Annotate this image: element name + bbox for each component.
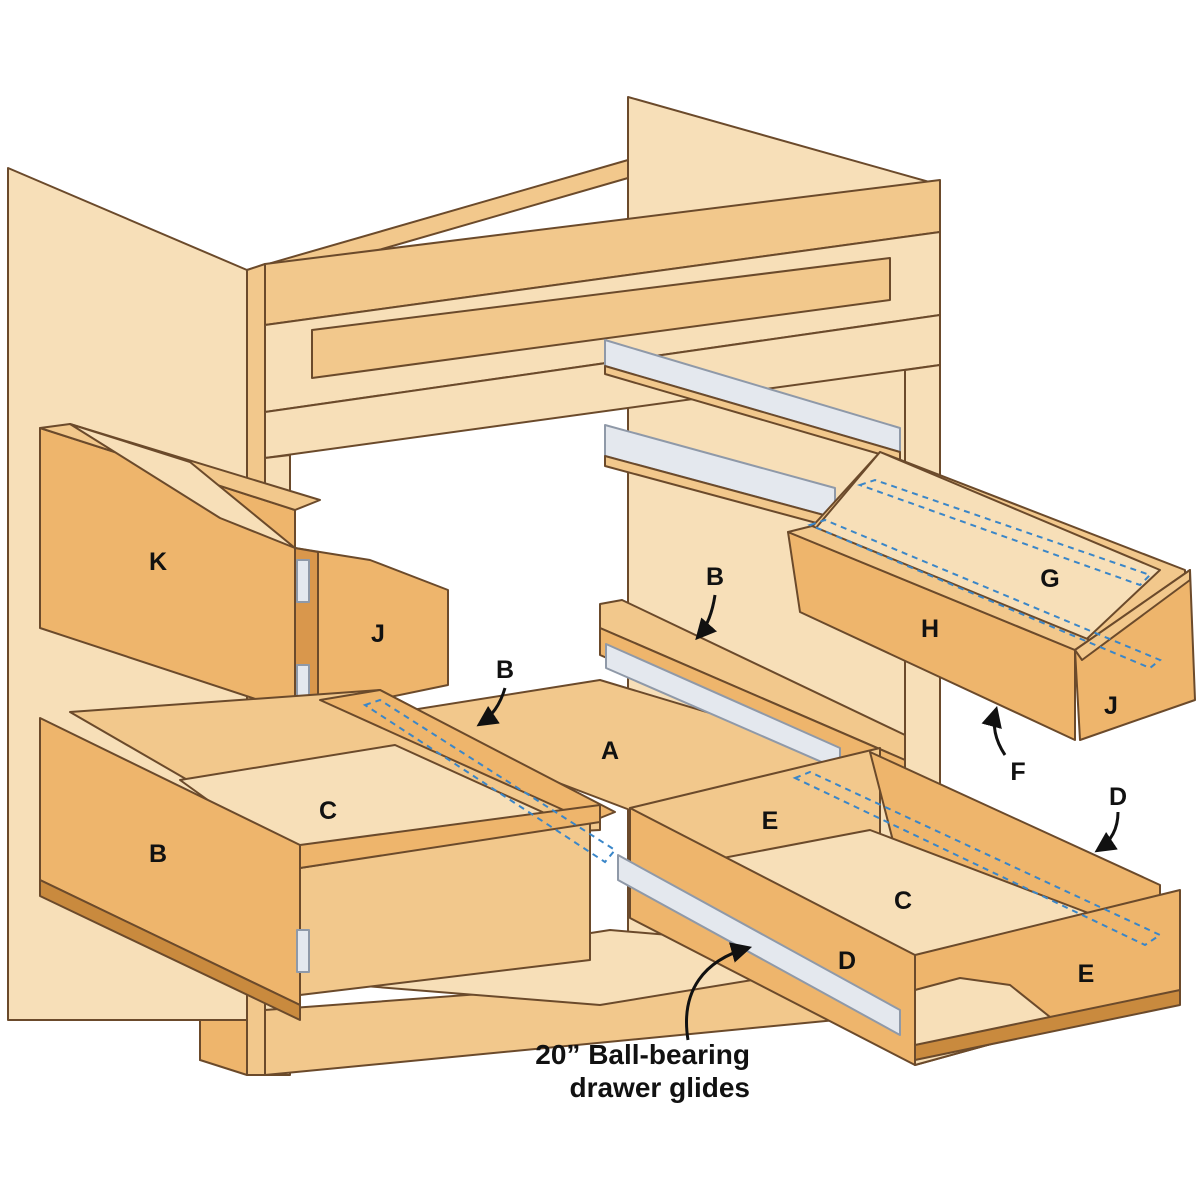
left-lower-drawer (39, 689, 616, 1021)
label-c-left: C (319, 797, 337, 825)
glide-lower-drawer (617, 854, 901, 1036)
left-tilt-bin (39, 423, 449, 713)
label-a: A (601, 737, 619, 765)
hidden-glide-bin-top (856, 478, 1152, 587)
false-drawer-panel (311, 257, 891, 379)
hinge-upper (296, 559, 310, 603)
label-j-left: J (371, 620, 385, 648)
arrow-b-top (695, 594, 718, 641)
label-e-back: E (762, 807, 779, 835)
hidden-glides (362, 478, 1163, 947)
label-k: K (149, 548, 167, 576)
caption-line-1: 20” Ball-bearing (535, 1039, 750, 1070)
arrows (476, 594, 1120, 1041)
part-b-rail-right (599, 599, 906, 789)
label-b-top: B (706, 563, 724, 591)
upper-glides (604, 339, 901, 529)
arrow-d (1094, 811, 1120, 853)
arrow-b-mid (476, 687, 507, 727)
label-b-mid: B (496, 656, 514, 684)
toe-kick (199, 1019, 248, 1076)
right-tilt-bin (787, 451, 1196, 741)
label-d-top: D (1109, 783, 1127, 811)
label-e-front: E (1078, 960, 1095, 988)
label-b-left: B (149, 840, 167, 868)
caption-line-2: drawer glides (569, 1072, 750, 1103)
label-c-right: C (894, 887, 912, 915)
label-g: G (1040, 565, 1059, 593)
label-d-side: D (838, 947, 856, 975)
label-h: H (921, 615, 939, 643)
hinge-drawer (296, 929, 310, 973)
hidden-glide-bin-bottom (807, 518, 1162, 670)
arrow-f (981, 705, 1007, 756)
right-lower-drawer (617, 747, 1181, 1066)
arrow-glides (685, 942, 753, 1041)
part-labels: K J B B A C B G H J F D E C D E (149, 548, 1127, 988)
label-f: F (1010, 758, 1025, 786)
label-j-right: J (1104, 692, 1118, 720)
glides-caption: 20” Ball-bearing drawer glides (535, 1039, 750, 1103)
